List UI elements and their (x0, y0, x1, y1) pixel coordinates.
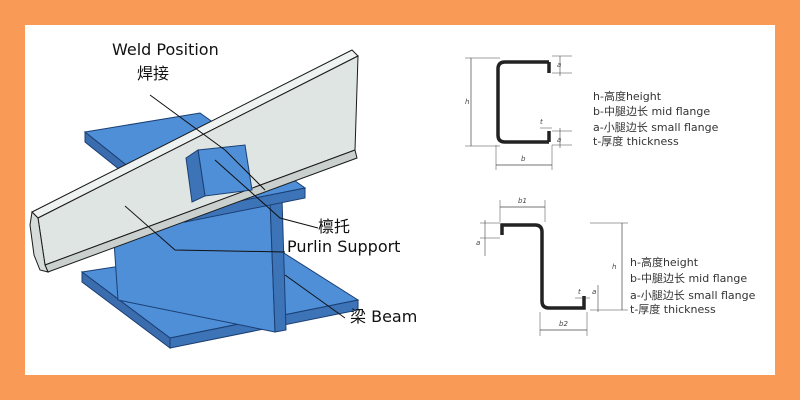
beam-leader (284, 274, 346, 319)
weld-label-en: Weld Position (112, 40, 219, 59)
c-legend-t: t-厚度 thickness (593, 134, 679, 148)
z-dim-h: h (612, 263, 616, 271)
z-legend-t: t-厚度 thickness (630, 302, 716, 316)
z-legend-a: a-小腿边长 small flange (630, 289, 756, 302)
bottom-flange-side (81, 271, 171, 349)
c-legend-a: a-小腿边长 small flange (593, 121, 719, 134)
purlin-leader (214, 159, 319, 229)
c-legend-h: h-高度height (593, 89, 662, 103)
weld-label-cn: 焊接 (137, 64, 169, 83)
z-dim-t: t (578, 288, 581, 296)
weld-leader (149, 94, 266, 191)
purlin-support (185, 144, 253, 203)
support-edge (185, 149, 206, 203)
support-plate (197, 144, 253, 197)
z-dim-a-right: a (592, 288, 596, 296)
c-profile (496, 60, 549, 144)
z-profile (500, 223, 586, 310)
c-section: h b a a t (465, 55, 572, 170)
c-legend-b: b-中腿边长 mid flange (593, 105, 710, 118)
c-dim-b: b (521, 155, 526, 163)
beam-label: 梁 Beam (350, 307, 417, 326)
leader-lines (124, 94, 346, 319)
purlin-leader-2 (124, 205, 286, 253)
c-dim-a-top: a (557, 61, 561, 69)
z-dim-b1: b1 (518, 197, 527, 205)
c-dim-h: h (465, 98, 469, 106)
purlin-end-face (29, 210, 49, 273)
z-legend-b: b-中腿边长 mid flange (630, 272, 747, 285)
purlin-label-en: Purlin Support (287, 237, 400, 256)
purlin-label-cn: 檩托 (318, 217, 350, 236)
c-dim-a-bottom: a (557, 136, 561, 144)
c-dim-t: t (540, 118, 543, 126)
z-dim-a-left: a (476, 239, 480, 247)
z-section: b1 b2 a h a t (476, 197, 628, 336)
z-legend-h: h-高度height (630, 255, 699, 269)
z-dim-b2: b2 (559, 320, 568, 328)
